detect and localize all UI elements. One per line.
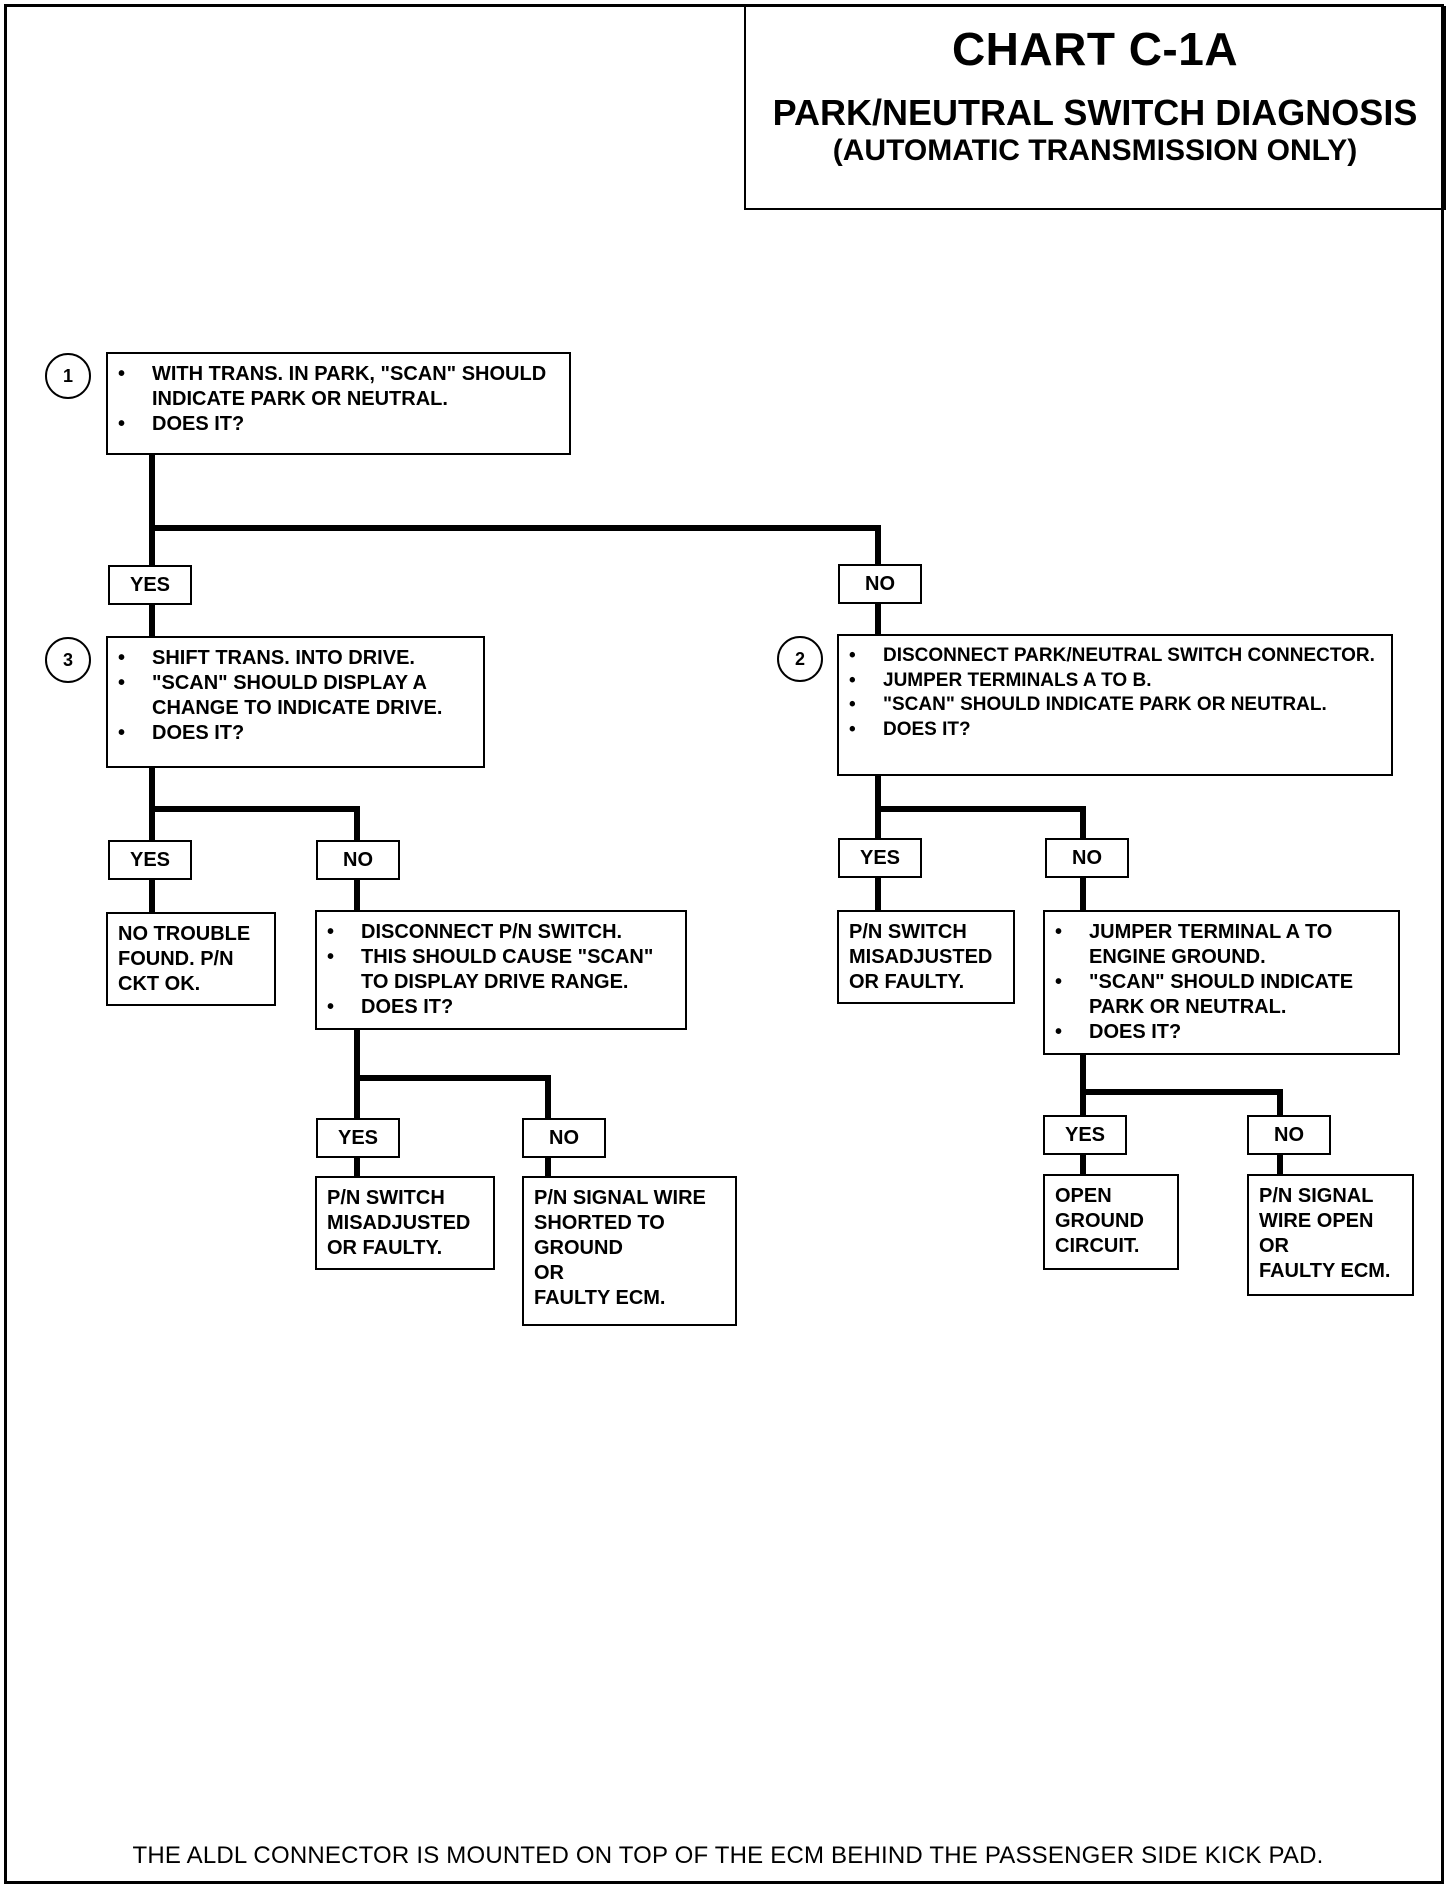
bullet-icon: • [1055,971,1063,993]
step-text: JUMPER TERMINALS A TO B. [883,669,1152,691]
connector-line [545,1158,551,1190]
bullet-item: • "SCAN" SHOULD INDICATE PARK OR NEUTRAL. [849,693,1383,718]
bullet-item: • "SCAN" SHOULD DISPLAY A CHANGE TO INDIC… [118,671,475,721]
step-text: WITH TRANS. IN PARK, "SCAN" SHOULD INDIC… [152,363,547,410]
step-text: DOES IT? [361,996,454,1018]
bullet-item: • DISCONNECT P/N SWITCH. [327,920,677,945]
step-text: DOES IT? [152,722,245,744]
step-text: DOES IT? [883,718,971,740]
bullet-icon: • [118,413,126,435]
bullet-icon: • [1055,1021,1063,1043]
bullet-item: • JUMPER TERMINAL A TO ENGINE GROUND. [1055,920,1390,970]
chart-title: CHART C-1A [951,23,1239,75]
connector-line [149,525,880,531]
step-text: "SCAN" SHOULD INDICATE PARK OR NEUTRAL. [883,694,1327,715]
no-label: NO [316,840,400,880]
step-3-no-box: • DISCONNECT P/N SWITCH. • THIS SHOULD CAU… [315,910,687,1030]
bullet-item: • DOES IT? [118,412,561,437]
connector-line [545,1075,551,1120]
bullet-item: • DOES IT? [327,995,677,1020]
step-text: SHIFT TRANS. INTO DRIVE. [152,647,415,669]
result-switch-misadjusted: P/N SWITCH MISADJUSTED OR FAULTY. [837,910,1015,1004]
bullet-icon: • [1055,921,1063,943]
result-switch-misadjusted: P/N SWITCH MISADJUSTED OR FAULTY. [315,1176,495,1270]
bullet-item: • "SCAN" SHOULD INDICATE PARK OR NEUTRAL. [1055,970,1390,1020]
bullet-icon: • [327,921,335,943]
connector-line [1277,1155,1283,1188]
bullet-item: • WITH TRANS. IN PARK, "SCAN" SHOULD INDI… [118,362,561,412]
connector-line [1080,806,1086,840]
no-label: NO [522,1118,606,1158]
bullet-icon: • [327,996,335,1018]
bullet-icon: • [849,718,856,740]
chart-subtitle: PARK/NEUTRAL SWITCH DIAGNOSIS [772,92,1418,133]
chart-subtitle-2: (AUTOMATIC TRANSMISSION ONLY) [832,134,1358,167]
no-label: NO [838,564,922,604]
bullet-icon: • [849,645,856,666]
connector-line [354,880,360,910]
connector-line [149,605,155,638]
result-no-trouble: NO TROUBLE FOUND. P/N CKT OK. [106,912,276,1006]
step-2-box: • DISCONNECT PARK/NEUTRAL SWITCH CONNECTO… [837,634,1393,776]
bullet-item: • DOES IT? [118,721,475,746]
footer-note: THE ALDL CONNECTOR IS MOUNTED ON TOP OF … [132,1842,1324,1869]
bullet-item: • SHIFT TRANS. INTO DRIVE. [118,646,475,671]
bullet-item: • THIS SHOULD CAUSE "SCAN" TO DISPLAY DRI… [327,945,677,995]
step-2-no-box: • JUMPER TERMINAL A TO ENGINE GROUND. • "S… [1043,910,1400,1055]
step-text: JUMPER TERMINAL A TO ENGINE GROUND. [1089,921,1333,968]
no-label: NO [1045,838,1129,878]
bullet-item: • DOES IT? [1055,1020,1390,1045]
step-number-3: 3 [45,637,91,683]
bullet-item: • DOES IT? [849,718,1383,743]
step-number-1: 1 [45,353,91,399]
connector-line [354,1028,360,1120]
bullet-icon: • [118,672,126,694]
result-open-ground: OPEN GROUND CIRCUIT. [1043,1174,1179,1270]
no-label: NO [1247,1115,1331,1155]
connector-line [149,880,155,912]
bullet-icon: • [118,647,126,669]
yes-label: YES [108,565,192,605]
result-signal-wire-open: P/N SIGNAL WIRE OPEN OR FAULTY ECM. [1247,1174,1414,1296]
connector-line [354,1158,360,1190]
bullet-icon: • [118,722,126,744]
step-text: THIS SHOULD CAUSE "SCAN" TO DISPLAY DRIV… [361,946,654,993]
yes-label: YES [108,840,192,880]
connector-line [875,604,881,636]
connector-line [354,1075,550,1081]
step-text: "SCAN" SHOULD INDICATE PARK OR NEUTRAL. [1089,971,1354,1018]
step-3-box: • SHIFT TRANS. INTO DRIVE. • "SCAN" SHOULD… [106,636,485,768]
page-frame [4,4,1444,1884]
bullet-icon: • [327,946,335,968]
connector-line [875,806,1085,812]
connector-line [1080,1155,1086,1188]
connector-line [1080,1089,1282,1095]
step-text: DOES IT? [152,413,245,435]
connector-line [875,525,881,565]
bullet-icon: • [118,363,126,385]
bullet-icon: • [849,669,856,691]
connector-line [1080,878,1086,910]
connector-line [149,766,155,842]
bullet-icon: • [849,694,856,715]
connector-line [149,453,155,565]
title-block: CHART C-1A PARK/NEUTRAL SWITCH DIAGNOSIS… [744,6,1446,210]
connector-line [875,878,881,910]
result-signal-wire-shorted: P/N SIGNAL WIRE SHORTED TO GROUND OR FAU… [522,1176,737,1326]
step-number-2: 2 [777,636,823,682]
connector-line [1277,1089,1283,1117]
yes-label: YES [838,838,922,878]
step-text: DISCONNECT P/N SWITCH. [361,921,623,943]
step-text: DOES IT? [1089,1021,1182,1043]
yes-label: YES [1043,1115,1127,1155]
connector-line [1080,1053,1086,1117]
bullet-item: • DISCONNECT PARK/NEUTRAL SWITCH CONNECTO… [849,644,1383,669]
connector-line [354,806,360,842]
step-text: "SCAN" SHOULD DISPLAY A CHANGE TO INDICA… [152,672,443,719]
step-1-box: • WITH TRANS. IN PARK, "SCAN" SHOULD INDI… [106,352,571,455]
bullet-item: • JUMPER TERMINALS A TO B. [849,669,1383,694]
connector-line [149,806,359,812]
yes-label: YES [316,1118,400,1158]
step-text: DISCONNECT PARK/NEUTRAL SWITCH CONNECTOR… [883,645,1375,666]
